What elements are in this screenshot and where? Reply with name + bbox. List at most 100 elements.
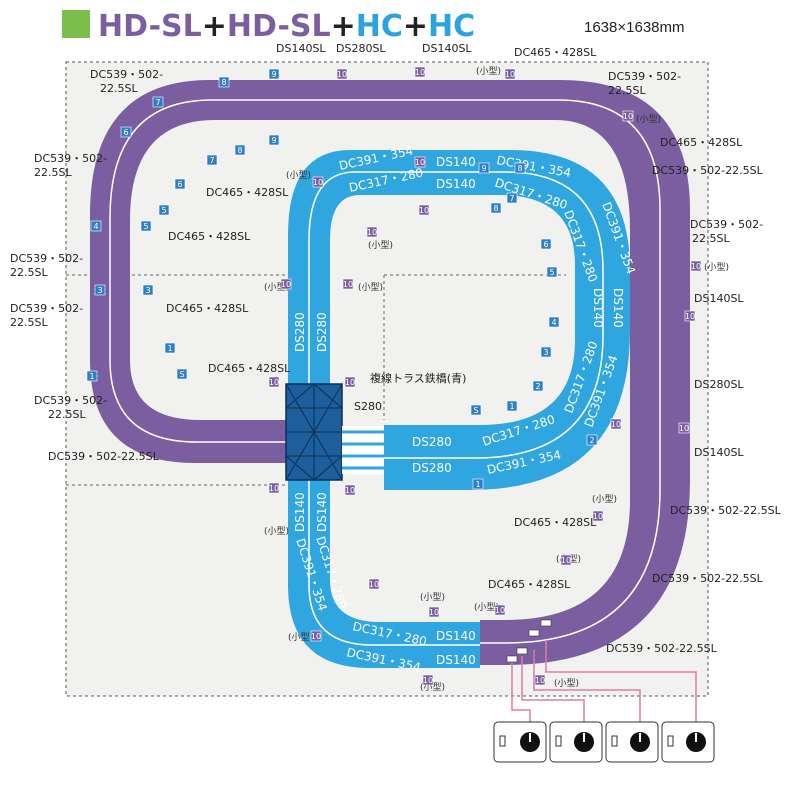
piece-badge xyxy=(506,400,518,412)
piece-badge xyxy=(534,674,546,686)
label-dc465-r1: DC465・428SL xyxy=(660,136,743,149)
piece-badge-label: 10 xyxy=(495,606,505,615)
piece-badge-label: 2 xyxy=(535,382,540,391)
label-dc539-tr: DC539・502- xyxy=(608,70,681,83)
label-ds140-b: DS140 xyxy=(436,177,476,191)
title-part3: HC xyxy=(356,9,403,44)
piece-badge-label: 10 xyxy=(269,378,279,387)
piece-badge xyxy=(268,134,280,146)
label-dc539-l3: DC539・502- xyxy=(10,302,83,315)
small-tag-5: (小型) xyxy=(368,240,393,251)
piece-badge xyxy=(312,176,324,188)
piece-badge-label: 8 xyxy=(493,204,498,213)
small-tag-4: (小型) xyxy=(704,262,729,273)
piece-badge-label: 9 xyxy=(271,70,276,79)
piece-badge-label: 10 xyxy=(313,178,323,187)
piece-badge-label: 10 xyxy=(611,420,621,429)
small-tag-3: (小型) xyxy=(636,114,661,125)
small-tag-1: (小型) xyxy=(286,170,311,181)
piece-badge-label: 1 xyxy=(475,480,480,489)
label-dc539-l4b: 22.5SL xyxy=(48,408,86,421)
label-dc465-b1: DC465・428SL xyxy=(514,516,597,529)
piece-badge xyxy=(268,68,280,80)
small-tag-13: (小型) xyxy=(288,632,313,643)
label-dc539-l5: DC539・502-22.5SL xyxy=(48,450,160,463)
piece-badge xyxy=(504,68,516,80)
piece-badge xyxy=(176,368,188,380)
green-square-icon xyxy=(62,10,90,38)
power-pack-4 xyxy=(661,721,715,763)
piece-badge xyxy=(490,202,502,214)
label-dc465-top: DC465・428SL xyxy=(514,46,597,59)
piece-badge xyxy=(174,178,186,190)
piece-badge xyxy=(366,226,378,238)
piece-badge-label: 10 xyxy=(505,70,515,79)
label-dc539-a: DC539・502- xyxy=(90,68,163,81)
outer-track-centerline xyxy=(109,99,661,644)
piece-badge xyxy=(610,418,622,430)
title-part2: HD-SL xyxy=(227,9,331,44)
piece-badge xyxy=(158,204,170,216)
piece-badge xyxy=(310,630,322,642)
svg-text:HD-SL+HD-SL+HC+HC: HD-SL+HD-SL+HC+HC xyxy=(98,9,475,44)
piece-badge xyxy=(494,604,506,616)
power-pack-2 xyxy=(549,721,603,763)
piece-badge xyxy=(280,278,292,290)
small-tag-11: (小型) xyxy=(420,592,445,603)
label-dc465-l3: DC465・428SL xyxy=(166,302,249,315)
piece-badge xyxy=(470,404,482,416)
label-ds140sl-r2: DS140SL xyxy=(694,446,744,459)
piece-badge-label: 10 xyxy=(415,158,425,167)
piece-badge-label: 10 xyxy=(429,608,439,617)
title-plus1: + xyxy=(202,9,227,44)
piece-badge-label: 7 xyxy=(209,156,214,165)
piece-badge-label: 6 xyxy=(177,180,182,189)
piece-badge-label: 10 xyxy=(623,112,633,121)
label-dc539-l2: DC539・502- xyxy=(10,252,83,265)
piece-badge xyxy=(548,316,560,328)
piece-badge-label: 10 xyxy=(423,676,433,685)
piece-badge-label: 10 xyxy=(269,484,279,493)
piece-badge xyxy=(586,434,598,446)
label-dc539-l2b: 22.5SL xyxy=(10,266,48,279)
small-tag-2: (小型) xyxy=(476,66,501,77)
power-pack-3 xyxy=(605,721,659,763)
label-dc465-l4: DC465・428SL xyxy=(208,362,291,375)
piece-badge xyxy=(472,478,484,490)
label-dc539-r2b: 22.5SL xyxy=(692,232,730,245)
piece-badge xyxy=(268,376,280,388)
label-dc539-r3: DC539・502-22.5SL xyxy=(670,504,782,517)
label-ds280-l2: DS280 xyxy=(315,312,329,352)
piece-badge-label: 8 xyxy=(517,164,522,173)
title-plus2: + xyxy=(331,9,356,44)
piece-badge-label: 10 xyxy=(343,280,353,289)
piece-badge-label: 6 xyxy=(543,240,548,249)
outer-track xyxy=(90,80,690,665)
small-tag-8: (小型) xyxy=(264,526,289,537)
label-ds280-h2: DS280 xyxy=(412,461,452,475)
piece-badge xyxy=(428,606,440,618)
label-ds140-l2: DS140 xyxy=(315,492,329,532)
piece-badge-label: 5 xyxy=(143,222,148,231)
title-part1: HD-SL xyxy=(98,9,202,44)
piece-badge-label: 10 xyxy=(415,68,425,77)
piece-badge-label: 8 xyxy=(237,146,242,155)
title-part4: HC xyxy=(428,9,475,44)
piece-badge-label: 1 xyxy=(509,402,514,411)
label-dc539-r1: DC539・502-22.5SL xyxy=(652,164,764,177)
piece-badge xyxy=(140,220,152,232)
label-bridge: 複線トラス鉄橋(青) xyxy=(370,371,466,385)
piece-badge xyxy=(560,554,572,566)
piece-badge-label: 10 xyxy=(679,424,689,433)
piece-badge-label: 5 xyxy=(161,206,166,215)
power-pack-1 xyxy=(493,721,547,763)
piece-badge-label: 10 xyxy=(345,378,355,387)
label-ds140-a: DS140 xyxy=(436,155,476,169)
label-dc539-l3b: 22.5SL xyxy=(10,316,48,329)
piece-badge xyxy=(414,156,426,168)
label-dc539-a2: 22.5SL xyxy=(100,82,138,95)
outer-track-labels: DC539・502- 22.5SL DS140SL DS280SL DS140S… xyxy=(10,42,782,655)
piece-badge xyxy=(142,284,154,296)
small-tag-9: (小型) xyxy=(592,494,617,505)
